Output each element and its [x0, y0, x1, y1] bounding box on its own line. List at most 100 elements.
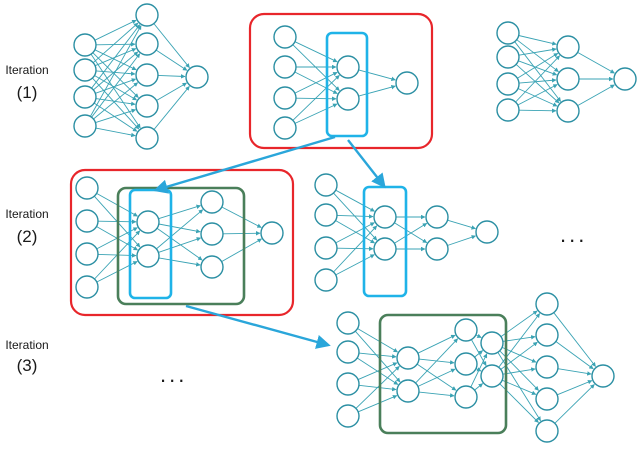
ellipsis-iteration-2: ...	[560, 222, 588, 247]
net-3-edge	[557, 380, 593, 396]
iteration-2-label: Iteration	[5, 207, 49, 221]
iteration-1-label: Iteration	[5, 63, 49, 77]
net-3-edge	[501, 346, 537, 363]
net-2a-node-l1	[136, 210, 160, 234]
net-2b-node-l3	[475, 220, 499, 244]
net-3-edge	[354, 330, 401, 383]
iteration-3-number: (3)	[16, 356, 38, 375]
net-3-edge	[554, 384, 595, 424]
edge-layer	[90, 19, 615, 424]
red-box-iter2	[69, 168, 295, 317]
green-box-iter2	[116, 186, 246, 306]
net-1c-node-l0	[496, 21, 520, 45]
net-1c-edge	[577, 52, 615, 74]
net-2b-edge	[335, 254, 375, 276]
net-1a-edge	[95, 127, 136, 138]
net-1b-node-l0	[273, 55, 297, 79]
net-1c-node-l0	[496, 98, 520, 122]
net-1c-edge	[517, 88, 558, 107]
net-1c-edge	[518, 78, 557, 84]
net-3-edge	[418, 391, 455, 398]
net-2b-edge	[447, 235, 477, 246]
transfer-arrow-layer	[153, 135, 386, 349]
net-1c-edge	[518, 108, 557, 113]
net-1c-edge	[515, 64, 560, 104]
net-3-node-l4	[535, 292, 559, 316]
net-3-node-l5	[591, 364, 615, 388]
net-1c-edge	[577, 84, 615, 106]
net-1a-edge	[94, 75, 137, 101]
net-1c-edge	[516, 39, 559, 73]
net-3-edge	[557, 368, 592, 376]
net-1a-node-l0	[73, 33, 97, 57]
net-3-node-l2	[454, 318, 478, 342]
net-1a-node-l1	[135, 63, 159, 87]
net-2b-node-l0	[314, 203, 338, 227]
net-2a-edge	[158, 257, 201, 267]
net-2a-node-l0	[75, 242, 99, 266]
net-3-node-l3	[480, 364, 504, 388]
net-1a-edge	[157, 74, 186, 79]
net-1a-edge	[153, 85, 190, 130]
red-box-iter1	[248, 12, 434, 150]
net-1b-node-l2	[395, 71, 419, 95]
net-3-edge	[475, 333, 482, 339]
net-1c-node-l1	[556, 35, 580, 59]
net-3-node-l1	[396, 346, 420, 370]
net-2a-edge	[222, 231, 261, 236]
net-1a-edge	[92, 77, 140, 130]
net-1c-edge	[514, 41, 562, 102]
net-3-edge	[474, 383, 484, 391]
net-1a-node-l0	[73, 85, 97, 109]
net-3-edge	[417, 334, 456, 354]
net-1b-edge	[358, 69, 396, 82]
net-3-edge	[474, 350, 484, 358]
net-3-edge	[355, 365, 400, 409]
net-3-edge	[475, 367, 482, 372]
net-1a-edge	[95, 108, 137, 124]
net-1c-node-l1	[556, 99, 580, 123]
net-1a-edge	[94, 49, 137, 71]
net-3-node-l4	[535, 419, 559, 443]
net-1b-edge	[292, 74, 340, 121]
net-1b-node-l0	[273, 86, 297, 110]
net-1a-edge	[156, 82, 187, 101]
arrow-iter2-to-iter3	[185, 304, 331, 349]
net-2b-node-l2	[425, 205, 449, 229]
net-3-edge	[357, 362, 398, 381]
net-1b-edge	[294, 71, 338, 94]
net-3-edge	[502, 367, 536, 375]
net-1b-node-l0	[273, 25, 297, 49]
net-2a-edge	[221, 238, 262, 262]
net-1a-edge	[93, 82, 139, 120]
net-1c-node-l1	[556, 67, 580, 91]
net-3-edge	[470, 353, 488, 388]
net-3-node-l0	[336, 340, 360, 364]
net-1a-edge	[90, 53, 141, 129]
net-2b-edge	[333, 192, 378, 241]
net-2a-edge	[158, 223, 201, 234]
net-3-edge	[417, 368, 456, 387]
net-1a-edge	[91, 24, 141, 89]
net-2b-node-l1	[373, 205, 397, 229]
net-3-node-l1	[396, 379, 420, 403]
net-2a-node-l0	[75, 176, 99, 200]
net-1a-edge	[92, 52, 139, 98]
net-2a-node-l0	[75, 209, 99, 233]
net-1a-edge	[153, 23, 190, 69]
net-1b-edge	[294, 41, 338, 63]
net-1c-edge	[517, 52, 559, 79]
net-1a-node-l0	[73, 58, 97, 82]
net-1a-edge	[94, 19, 137, 41]
net-1a-node-l1	[135, 3, 159, 27]
net-1b-edge	[358, 84, 396, 97]
net-1a-edge	[95, 70, 136, 76]
net-1b-node-l0	[273, 116, 297, 140]
net-3-node-l0	[336, 311, 360, 335]
net-2a-node-l3	[260, 221, 284, 245]
net-2b-edge	[335, 222, 375, 244]
net-1b-node-l1	[336, 87, 360, 111]
net-3-edge	[357, 328, 398, 353]
net-1a-node-l2	[185, 65, 209, 89]
